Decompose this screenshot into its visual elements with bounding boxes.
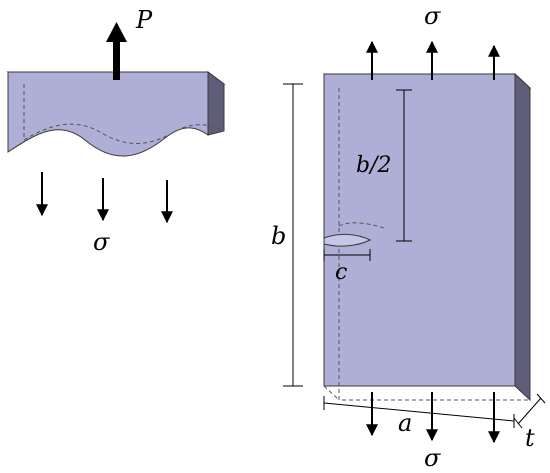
plate-side-face bbox=[514, 72, 531, 402]
left-block-hidden-edges bbox=[23, 84, 225, 144]
top-stress-label: σ bbox=[424, 2, 441, 30]
force-p-label: P bbox=[135, 6, 153, 34]
left-stress-arrows bbox=[36, 172, 173, 224]
thickness-label: t bbox=[525, 424, 535, 452]
height-dimension bbox=[283, 83, 303, 387]
top-stress-arrows bbox=[366, 40, 500, 80]
width-label: a bbox=[398, 409, 412, 437]
crack-length-dimension bbox=[323, 249, 371, 261]
plate-front-face bbox=[323, 73, 516, 387]
right-specimen bbox=[322, 72, 532, 402]
half-height-label: b/2 bbox=[356, 153, 392, 178]
left-block-front-face bbox=[7, 71, 209, 157]
bottom-stress-label: σ bbox=[424, 444, 441, 472]
thickness-dimension bbox=[513, 393, 546, 429]
width-dimension bbox=[323, 396, 515, 428]
plate-hidden-edges bbox=[323, 88, 530, 401]
crack-length-label: c bbox=[335, 260, 347, 285]
left-specimen bbox=[6, 71, 226, 157]
height-label: b bbox=[271, 222, 286, 250]
force-p-arrow bbox=[106, 22, 127, 80]
edge-crack bbox=[323, 233, 372, 247]
edge-crack-hidden bbox=[338, 222, 385, 229]
left-stress-label: σ bbox=[93, 228, 110, 256]
bottom-stress-arrows bbox=[366, 392, 500, 444]
half-height-dimension bbox=[396, 89, 412, 242]
